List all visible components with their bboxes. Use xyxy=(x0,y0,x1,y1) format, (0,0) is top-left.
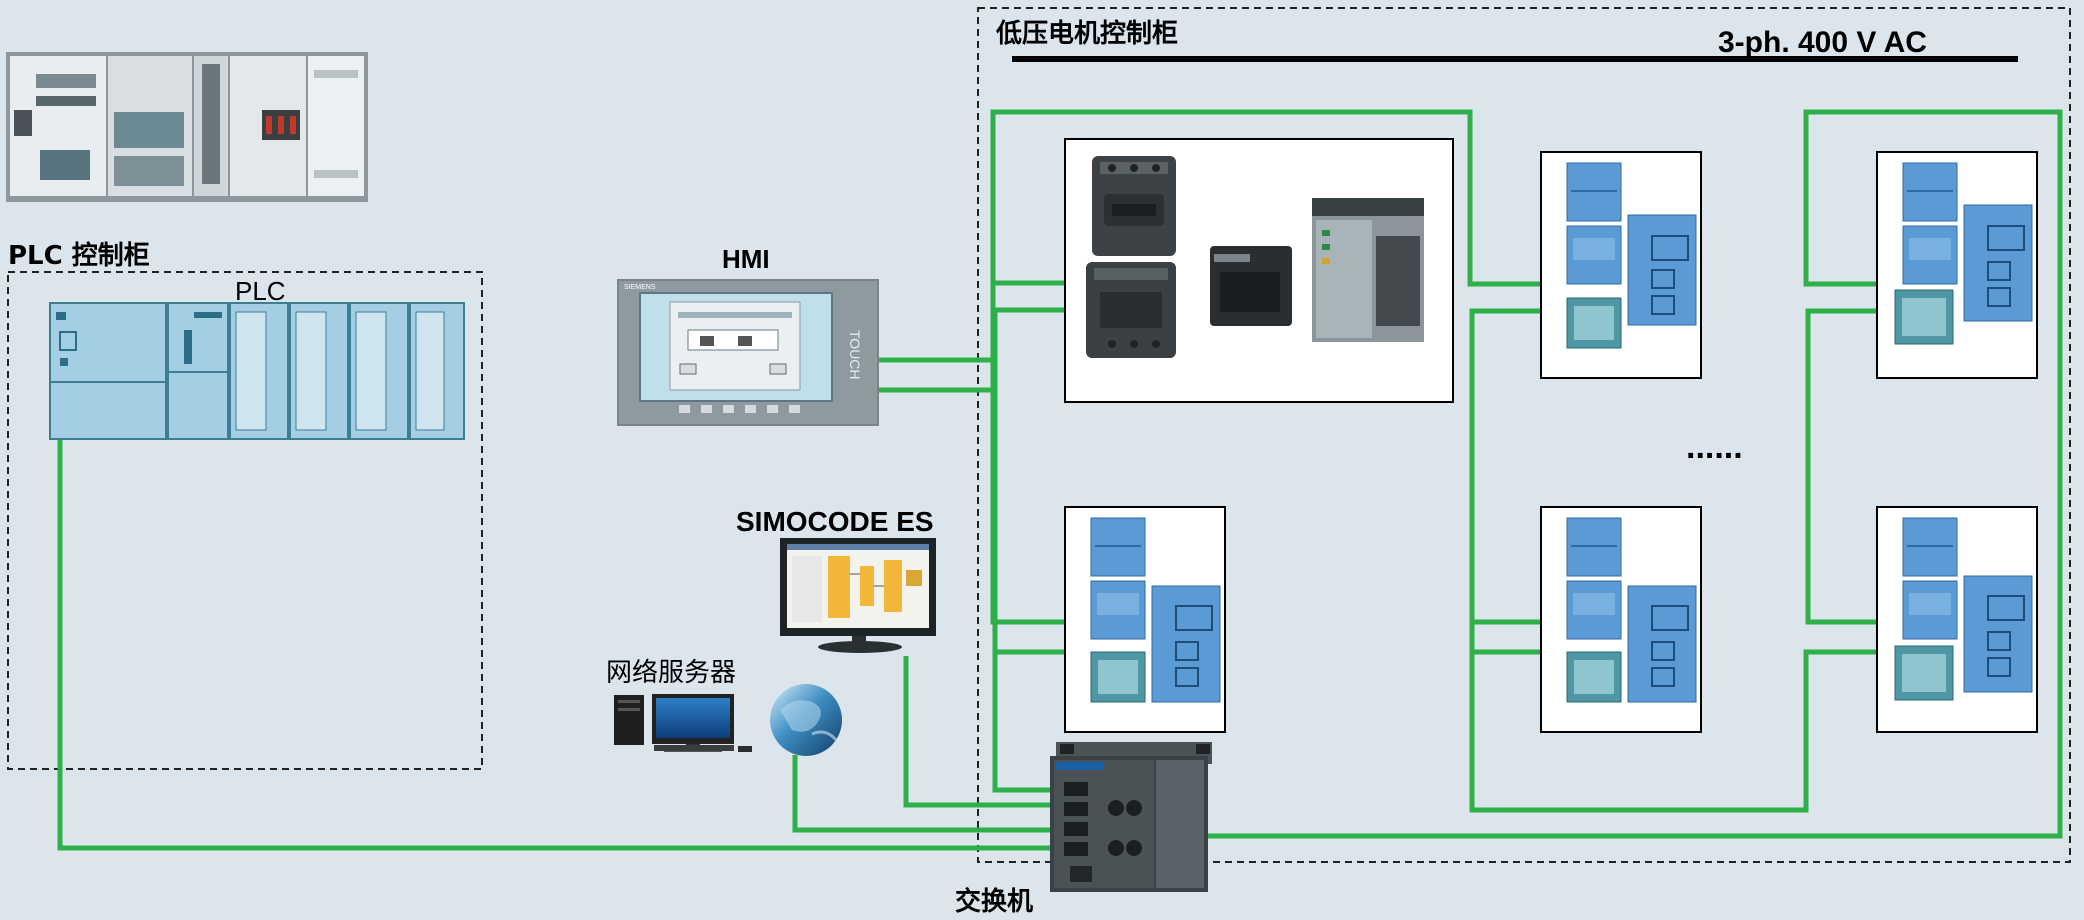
motor-starter-icon xyxy=(1090,517,1221,703)
motor-starter-icon xyxy=(1894,517,2033,701)
motor-starter-icon xyxy=(1566,517,1697,703)
desktop-computer-icon xyxy=(614,694,752,752)
plc-label: PLC xyxy=(235,276,286,306)
cable-plc-switch xyxy=(57,440,1068,851)
switch-label: 交换机 xyxy=(955,886,1033,917)
voltage-label: 3-ph. 400 V AC xyxy=(1718,26,1927,59)
motor-starter-icon xyxy=(1894,162,2033,345)
plc-cabinet-title: PLC 控制柜 xyxy=(8,241,150,271)
hmi-touch-text: TOUCH xyxy=(847,330,863,380)
starter-group-top-mid xyxy=(1540,151,1702,379)
cable-left-rail-4 xyxy=(992,390,1068,793)
cable-left-rail xyxy=(990,112,1065,286)
web-server-label: 网络服务器 xyxy=(606,658,736,688)
voltage-bus-bar xyxy=(1012,56,2018,62)
plc-rack-icon xyxy=(49,302,465,440)
engineering-monitor-icon xyxy=(780,538,936,653)
hmi-brand-text: SIEMENS xyxy=(624,284,656,291)
plc-cabinet-frame xyxy=(7,271,483,770)
cable-es-switch xyxy=(903,656,1068,808)
mcc-cabinet-frame xyxy=(977,7,2071,863)
touch-panel-icon: SIEMENS TOUCH xyxy=(617,279,879,426)
mcc-cabinet-title: 低压电机控制柜 xyxy=(995,19,1178,49)
motor-starter-icon xyxy=(1566,162,1697,349)
cable-mid-rail xyxy=(1469,308,1877,813)
starter-group-bottom-left xyxy=(1064,506,1226,733)
cable-right-rail-2 xyxy=(1805,308,1877,625)
cable-hmi-upper xyxy=(875,109,1541,363)
ellipsis-label: ...... xyxy=(1686,428,1743,466)
cables xyxy=(57,109,2063,851)
globe-icon xyxy=(770,684,842,756)
es-label: SIMOCODE ES xyxy=(736,506,934,537)
starter-group-bottom-right xyxy=(1876,506,2038,733)
network-switch-icon xyxy=(1050,742,1212,892)
starter-group-bottom-mid xyxy=(1540,506,1702,733)
cabinet-photo-icon xyxy=(6,52,368,202)
cable-right-rail xyxy=(1148,109,2063,839)
starter-group-top-right xyxy=(1876,151,2038,379)
hmi-label: HMI xyxy=(722,244,770,274)
cable-left-rail-3 xyxy=(992,307,1065,390)
cable-left-rail-2 xyxy=(990,360,1065,625)
starter-group-main xyxy=(1064,138,1454,403)
cable-globe-switch xyxy=(792,755,1068,833)
